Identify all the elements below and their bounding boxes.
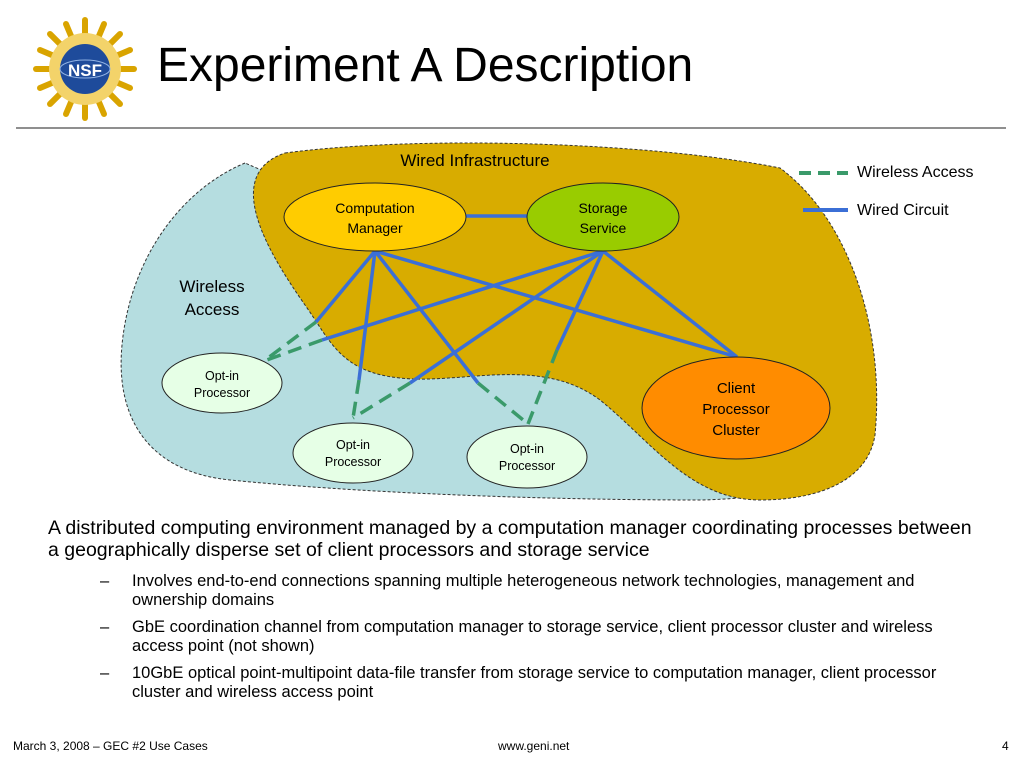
wireless-link-4 bbox=[352, 381, 411, 420]
wired-link-cm-ap-right bbox=[373, 249, 480, 385]
logo-text: NSF bbox=[68, 61, 102, 80]
wireless-link-5 bbox=[476, 381, 530, 426]
node-label: Computation bbox=[335, 200, 414, 216]
footer-url: www.geni.net bbox=[498, 739, 570, 753]
node-label: Processor bbox=[194, 386, 250, 400]
wired-link-cm-ap-mid bbox=[357, 250, 377, 381]
bullet-text: Involves end-to-end connections spanning… bbox=[132, 572, 915, 609]
node-label: Storage bbox=[578, 200, 627, 216]
bullet-dash: – bbox=[100, 664, 110, 682]
node-label: Cluster bbox=[712, 422, 760, 439]
logo-globe bbox=[60, 44, 110, 94]
wired-link-cm-ap-left bbox=[314, 249, 377, 324]
wired-link-storage-client bbox=[601, 249, 739, 359]
wireless-link-6 bbox=[526, 349, 559, 425]
legend: Wireless Access Wired Circuit bbox=[799, 164, 973, 219]
node-label: Opt-in bbox=[336, 438, 370, 452]
node-computation-manager: Computation Manager bbox=[283, 182, 467, 252]
node-label: Service bbox=[580, 220, 627, 236]
page-number: 4 bbox=[1002, 739, 1009, 753]
bullet-dash: – bbox=[100, 572, 110, 590]
nsf-logo: NSF bbox=[33, 17, 137, 121]
node-label: Client bbox=[717, 380, 756, 397]
legend-wired-label: Wired Circuit bbox=[857, 202, 949, 219]
node-label: Opt-in bbox=[510, 442, 544, 456]
node-label: Processor bbox=[499, 459, 555, 473]
bullet-text: 10GbE optical point-multipoint data-file… bbox=[132, 664, 937, 701]
wireless-link-2 bbox=[263, 338, 323, 363]
node-label: Processor bbox=[325, 455, 381, 469]
wired-link-storage-ap-left bbox=[321, 249, 604, 342]
node-optin-processor-3: Opt-in Processor bbox=[466, 425, 588, 489]
bullet-dash: – bbox=[100, 618, 110, 636]
node-optin-processor-2: Opt-in Processor bbox=[292, 422, 414, 484]
wired-infrastructure-label: Wired Infrastructure bbox=[400, 151, 549, 170]
bullet-list: – Involves end-to-end connections spannin… bbox=[100, 572, 960, 710]
bullet-item: – Involves end-to-end connections spannin… bbox=[100, 572, 960, 610]
bullet-text: GbE coordination channel from computatio… bbox=[132, 618, 933, 655]
node-optin-processor-1: Opt-in Processor bbox=[161, 352, 283, 414]
node-label: Opt-in bbox=[205, 369, 239, 383]
wireless-link-1 bbox=[262, 320, 318, 363]
wired-link-storage-ap-mid bbox=[409, 249, 604, 385]
title-divider bbox=[16, 127, 1006, 129]
main-description: A distributed computing environment mana… bbox=[48, 517, 972, 561]
node-label: Manager bbox=[347, 220, 403, 236]
wireless-access-label-line2: Access bbox=[185, 300, 240, 319]
legend-wireless-label: Wireless Access bbox=[857, 164, 973, 181]
wired-link-cm-client bbox=[374, 249, 738, 359]
slide-title: Experiment A Description bbox=[157, 39, 694, 92]
network-diagram: Wired Infrastructure Wireless Access Com… bbox=[120, 142, 973, 501]
wireless-access-label-line1: Wireless bbox=[179, 277, 244, 296]
node-storage-service: Storage Service bbox=[526, 182, 680, 252]
wireless-link-3 bbox=[351, 379, 361, 419]
wired-link-storage-ap-right bbox=[555, 250, 605, 351]
node-label: Processor bbox=[702, 401, 770, 418]
bullet-item: – 10GbE optical point-multipoint data-fil… bbox=[100, 664, 960, 702]
node-client-processor-cluster: Client Processor Cluster bbox=[641, 356, 831, 460]
footer-date-event: March 3, 2008 – GEC #2 Use Cases bbox=[13, 739, 208, 753]
bullet-item: – GbE coordination channel from computati… bbox=[100, 618, 960, 656]
